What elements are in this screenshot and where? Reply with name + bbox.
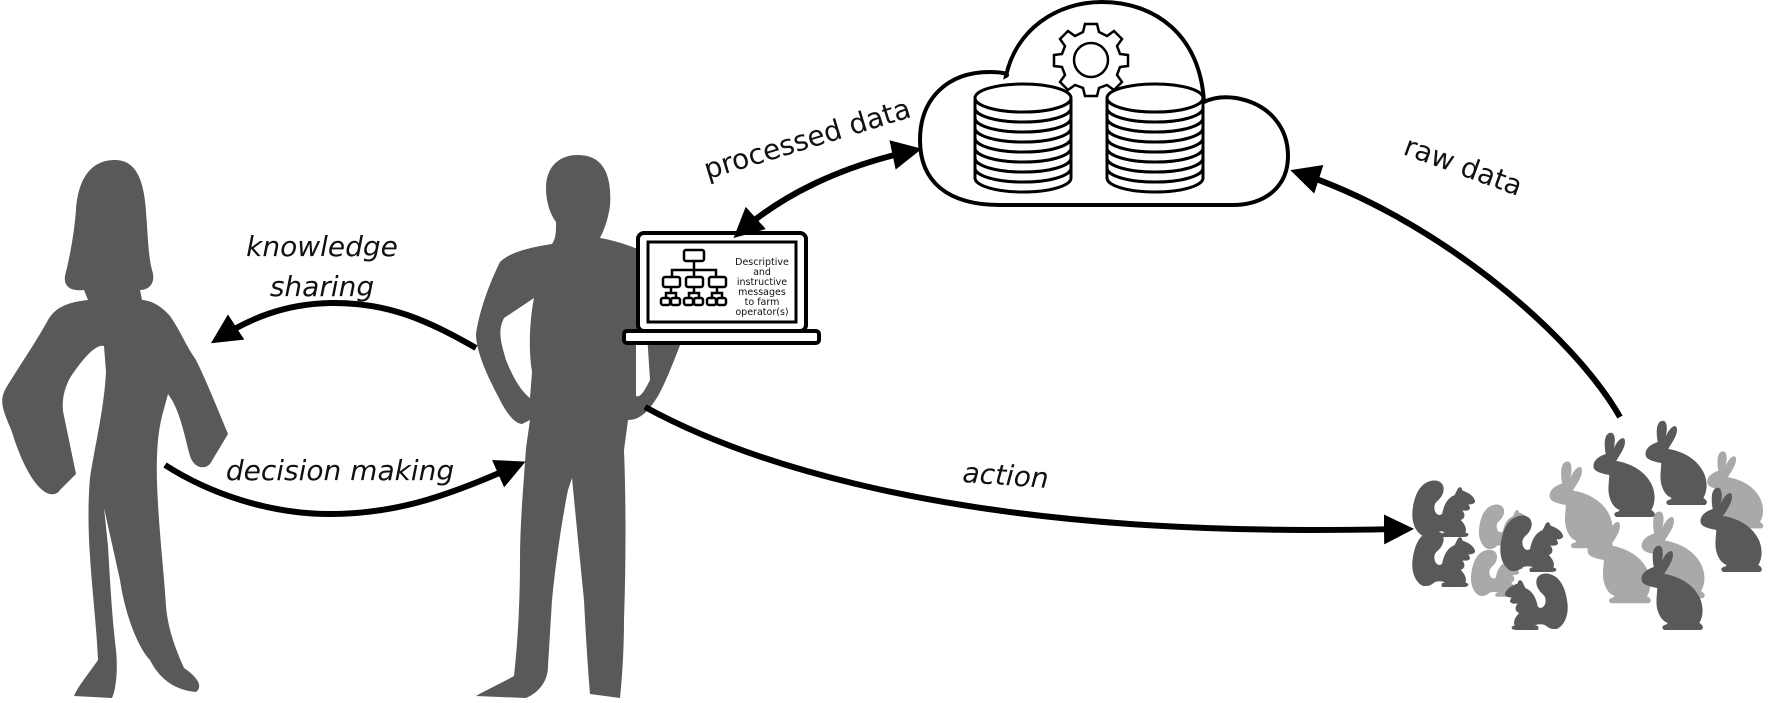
- knowledge-sharing-arrow: [210, 299, 478, 351]
- rabbit-icon: [1645, 420, 1707, 505]
- screen-text-line: messages: [738, 287, 786, 298]
- database-top: [973, 82, 1073, 114]
- action-arrow: [643, 404, 1414, 545]
- hierarchy-chart-icon: [659, 248, 728, 307]
- screen-text-line: and: [753, 267, 771, 278]
- action-label: action: [962, 456, 1050, 495]
- raw-data-label: raw data: [1400, 129, 1527, 202]
- rabbit-icon: [1593, 432, 1655, 517]
- processed-data-arrow: [733, 140, 922, 239]
- screen-text-line: to farm: [745, 297, 780, 308]
- squirrel-icon: [1504, 573, 1568, 630]
- laptop-screen-text: Descriptive and instructive messages to …: [735, 257, 789, 318]
- decision-making-arrow: [163, 459, 526, 518]
- cloud-icon: [917, 0, 1291, 207]
- animal-group-icon: [1412, 420, 1764, 630]
- database-icon: [1105, 82, 1205, 194]
- gear-icon: [1052, 22, 1130, 98]
- man-silhouette-icon: [476, 155, 688, 698]
- database-top: [1105, 82, 1205, 114]
- squirrel-icon: [1412, 530, 1476, 587]
- knowledge-sharing-label: sharing: [270, 270, 374, 303]
- screen-text-line: operator(s): [735, 307, 788, 318]
- decision-making-label: decision making: [226, 454, 454, 487]
- squirrel-icon: [1500, 515, 1564, 572]
- screen-text-line: instructive: [737, 277, 787, 288]
- laptop-icon: Descriptive and instructive messages to …: [622, 231, 821, 345]
- processed-data-label: processed data: [700, 92, 915, 186]
- squirrel-icon: [1412, 480, 1476, 537]
- screen-text-line: Descriptive: [735, 257, 789, 268]
- database-icon: [973, 82, 1073, 194]
- knowledge-sharing-label: knowledge: [246, 230, 398, 263]
- woman-silhouette-icon: [2, 160, 228, 698]
- raw-data-arrow: [1290, 165, 1623, 419]
